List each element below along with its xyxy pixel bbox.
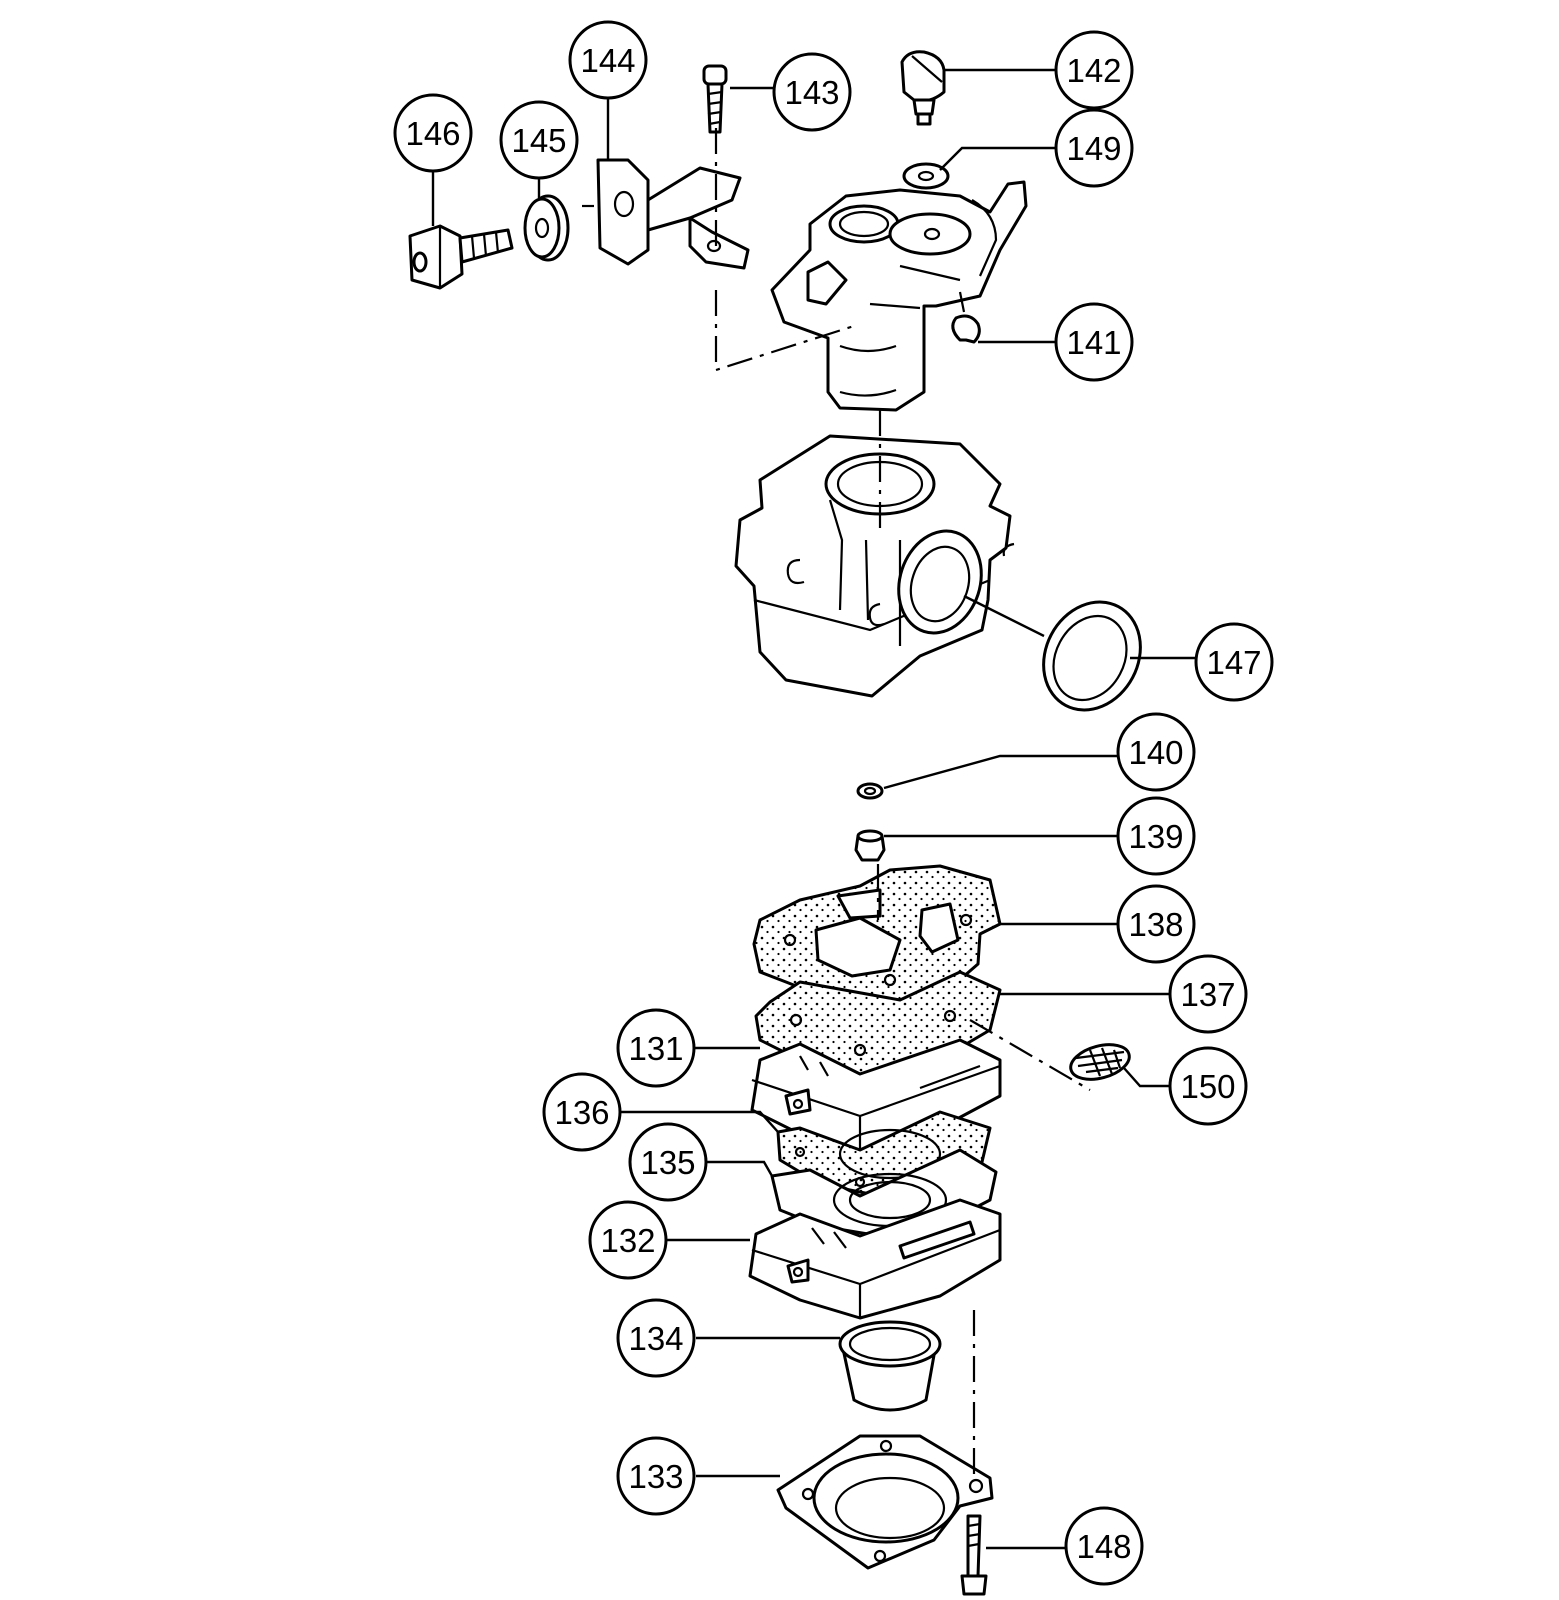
part-139-nipple <box>854 829 886 862</box>
callout-143: 143 <box>772 52 852 132</box>
part-150-screen <box>1069 1043 1131 1081</box>
callout-149-label: 149 <box>1066 130 1121 167</box>
callout-132-label: 132 <box>600 1222 655 1259</box>
callout-139: 139 <box>1116 796 1196 876</box>
callout-132: 132 <box>588 1200 668 1280</box>
part-134-cup <box>838 1320 942 1412</box>
callout-150-label: 150 <box>1180 1068 1235 1105</box>
callout-135: 135 <box>628 1122 708 1202</box>
part-144-lever <box>596 158 750 270</box>
callout-137: 137 <box>1168 954 1248 1034</box>
callout-140: 140 <box>1116 712 1196 792</box>
leader-lines <box>431 68 1196 1550</box>
callout-145-label: 145 <box>511 122 566 159</box>
part-147-seal-ring <box>1042 600 1142 712</box>
callout-140-label: 140 <box>1128 734 1183 771</box>
callout-145: 145 <box>499 100 579 180</box>
callout-135-label: 135 <box>640 1144 695 1181</box>
callout-142-label: 142 <box>1066 52 1121 89</box>
callout-141-label: 141 <box>1066 324 1121 361</box>
callout-138-label: 138 <box>1128 906 1183 943</box>
callout-139-label: 139 <box>1128 818 1183 855</box>
callout-136-label: 136 <box>554 1094 609 1131</box>
part-143-screw <box>702 64 728 134</box>
part-140-o-ring <box>856 782 884 800</box>
callout-150: 150 <box>1168 1046 1248 1126</box>
callout-148-label: 148 <box>1076 1528 1131 1565</box>
callout-136: 136 <box>542 1072 622 1152</box>
part-upper-housing <box>770 180 1028 412</box>
callout-147: 147 <box>1194 622 1274 702</box>
callout-149: 149 <box>1054 108 1134 188</box>
callout-137-label: 137 <box>1180 976 1235 1013</box>
part-138-gasket <box>752 864 1002 1010</box>
callout-146-label: 146 <box>405 115 460 152</box>
callout-133-label: 133 <box>628 1458 683 1495</box>
callout-148: 148 <box>1064 1506 1144 1586</box>
part-145-washer <box>523 194 570 262</box>
callout-131: 131 <box>616 1008 696 1088</box>
callout-134-label: 134 <box>628 1320 683 1357</box>
callout-141: 141 <box>1054 302 1134 382</box>
part-132-metering-body <box>748 1198 1002 1320</box>
assembly-lines <box>582 128 1091 1476</box>
part-142-adjust-screw <box>900 50 946 126</box>
callout-144-label: 144 <box>580 42 635 79</box>
part-149-washer <box>902 162 950 190</box>
callout-131-label: 131 <box>628 1030 683 1067</box>
callout-146: 146 <box>393 93 473 173</box>
part-carburetor-body <box>734 434 1015 698</box>
part-146-fitting <box>408 224 514 290</box>
callout-133: 133 <box>616 1436 696 1516</box>
callout-144: 144 <box>568 20 648 100</box>
callout-142: 142 <box>1054 30 1134 110</box>
part-133-cover <box>776 1434 994 1570</box>
callout-134: 134 <box>616 1298 696 1378</box>
callout-138: 138 <box>1116 884 1196 964</box>
callout-147-label: 147 <box>1206 644 1261 681</box>
callout-143-label: 143 <box>784 74 839 111</box>
part-141-clip <box>951 314 981 344</box>
part-148-screw <box>960 1514 988 1596</box>
